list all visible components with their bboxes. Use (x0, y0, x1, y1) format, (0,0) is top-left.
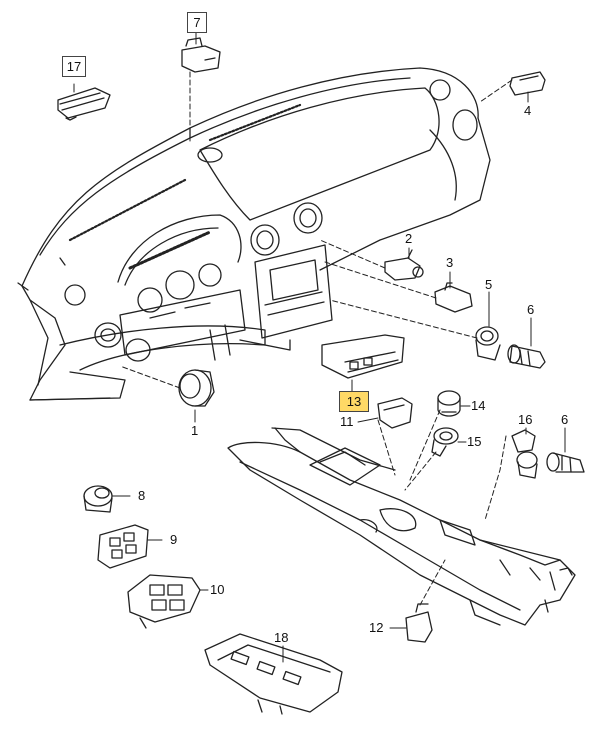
part-5-socket (475, 326, 501, 361)
part-17-interior-light (57, 87, 111, 121)
label-2[interactable]: 2 (405, 231, 413, 246)
part-2-sensor (384, 249, 424, 281)
part-11-switch (377, 397, 413, 429)
part-14-knob (437, 390, 461, 417)
label-11[interactable]: 11 (340, 414, 354, 429)
label-1[interactable]: 1 (191, 423, 199, 438)
label-17[interactable]: 17 (62, 56, 86, 77)
part-16-socket (511, 429, 538, 479)
label-13[interactable]: 13 (339, 391, 369, 412)
part-6-lighter-insert (507, 344, 546, 369)
part-12-switch (405, 603, 433, 643)
label-8[interactable]: 8 (138, 488, 146, 503)
label-12[interactable]: 12 (369, 620, 384, 635)
part-10-switch-block (127, 574, 201, 629)
part-8-rotary-knob (83, 485, 113, 513)
part-15-ring (431, 427, 459, 457)
part-1-ring (178, 369, 215, 407)
part-6-lighter-rear (546, 452, 585, 473)
label-18[interactable]: 18 (274, 630, 289, 645)
label-3[interactable]: 3 (446, 255, 454, 270)
label-14[interactable]: 14 (471, 398, 486, 413)
label-10[interactable]: 10 (210, 582, 225, 597)
label-16[interactable]: 16 (518, 412, 533, 427)
part-9-switch-panel (97, 524, 149, 569)
label-15[interactable]: 15 (467, 434, 482, 449)
part-3-sensor (434, 282, 473, 313)
part-18-switch-strip (204, 633, 343, 715)
label-6a[interactable]: 6 (527, 302, 535, 317)
label-9[interactable]: 9 (170, 532, 178, 547)
part-13-switch-bar (321, 334, 405, 379)
dashboard-panel (17, 67, 491, 401)
label-4[interactable]: 4 (524, 103, 532, 118)
part-4-connector (509, 71, 546, 96)
part-7-switch (181, 37, 221, 73)
label-7[interactable]: 7 (187, 12, 207, 33)
label-6b[interactable]: 6 (561, 412, 569, 427)
leader-lines (73, 31, 566, 663)
center-console (227, 427, 576, 626)
label-5[interactable]: 5 (485, 277, 493, 292)
